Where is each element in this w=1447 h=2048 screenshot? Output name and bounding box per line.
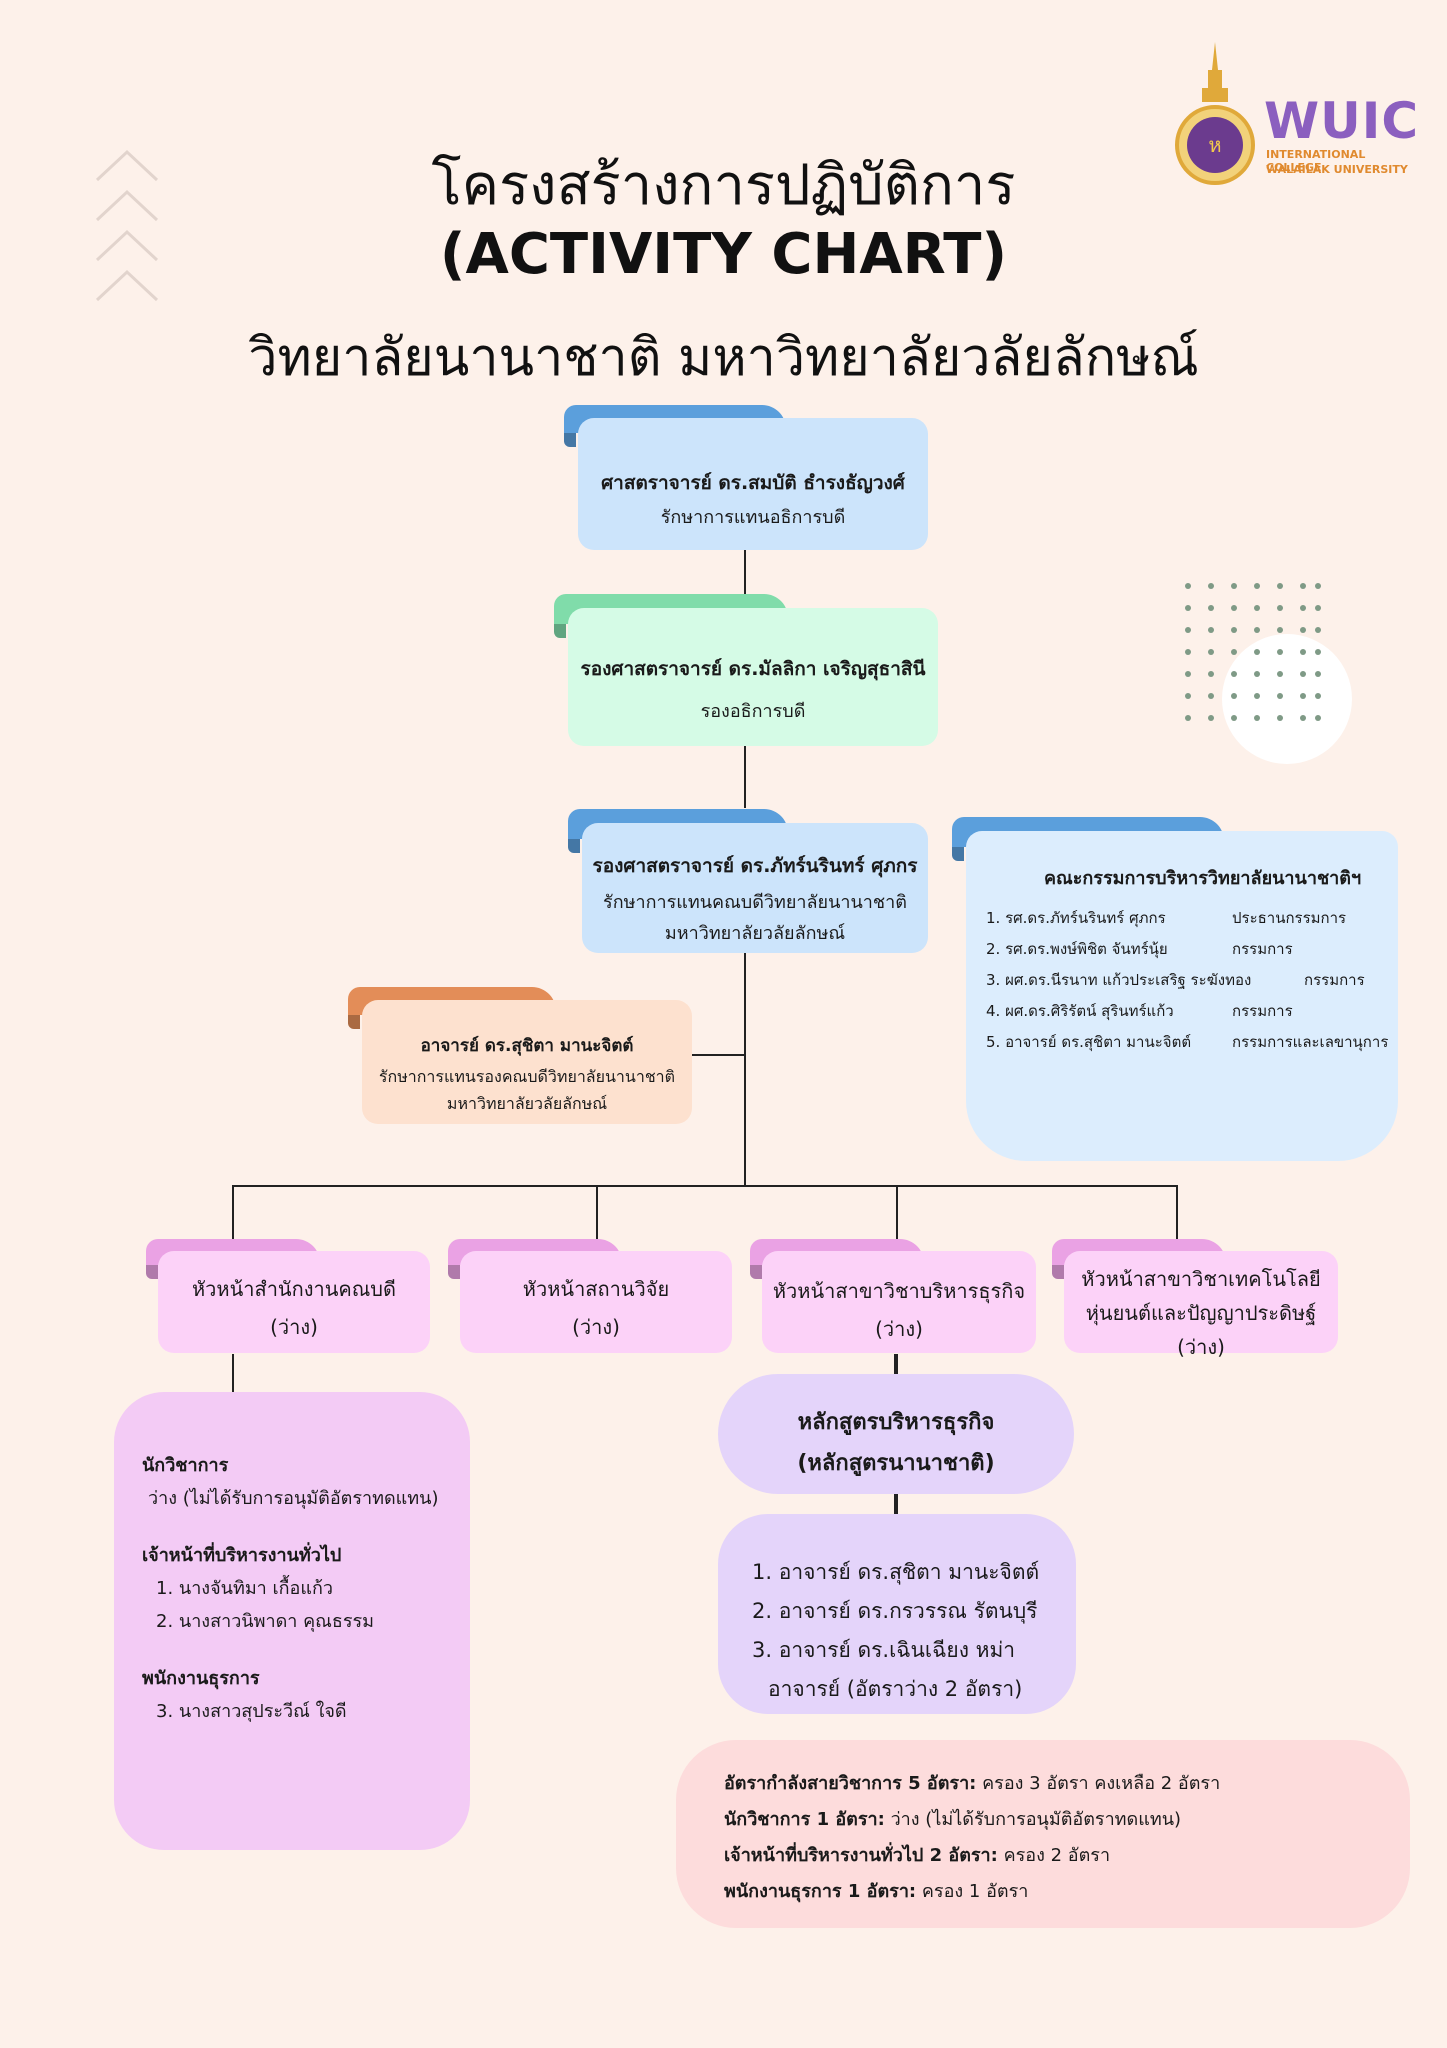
head-title: หัวหน้าสาขาวิชาบริหารธุรกิจ: [772, 1279, 1026, 1303]
acting-president-card: ศาสตราจารย์ ดร.สมบัติ ธำรงธัญวงศ์ รักษาก…: [578, 418, 928, 550]
faculty-box: 1. อาจารย์ ดร.สุชิตา มานะจิตต์ 2. อาจารย…: [718, 1514, 1076, 1714]
connector-line: [232, 1185, 1178, 1187]
logo-line1: INTERNATIONAL COLLEGE: [1266, 148, 1366, 174]
committee-member: 3. ผศ.ดร.นีรนาท แก้วประเสริฐ ระฆังทองกรร…: [986, 971, 1365, 989]
summary-line: พนักงานธุรการ 1 อัตรา: ครอง 1 อัตรา: [724, 1881, 1029, 1902]
university-emblem-icon: ห: [1175, 42, 1255, 185]
committee-member: 4. ผศ.ดร.ศิริรัตน์ สุรินทร์แก้วกรรมการ: [986, 1002, 1293, 1020]
svg-text:ห: ห: [1208, 133, 1221, 157]
connector-line: [744, 952, 746, 1186]
connector-line: [232, 1354, 234, 1392]
wuic-logo: ห WUIC INTERNATIONAL COLLEGE WALAILAK UN…: [1172, 40, 1422, 190]
head-status: (ว่าง): [270, 1315, 318, 1339]
faculty-member: 2. อาจารย์ ดร.กรวรรณ รัตนบุรี: [752, 1599, 1038, 1623]
connector-line: [744, 746, 746, 808]
committee-member: 1. รศ.ดร.ภัทร์นรินทร์ ศุภกรประธานกรรมการ: [986, 909, 1347, 927]
academic-value: ว่าง (ไม่ได้รับการอนุมัติอัตราทดแทน): [148, 1488, 439, 1509]
committee-box: คณะกรรมการบริหารวิทยาลัยนานาชาติฯ 1. รศ.…: [966, 831, 1398, 1161]
connector-line: [894, 1494, 898, 1514]
page-title-thai: โครงสร้างการปฏิบัติการ: [431, 153, 1016, 218]
summary-line: เจ้าหน้าที่บริหารงานทั่วไป 2 อัตรา: ครอง…: [724, 1845, 1111, 1866]
connector-line: [232, 1185, 234, 1239]
office-staff-box: นักวิชาการ ว่าง (ไม่ได้รับการอนุมัติอัตร…: [114, 1392, 470, 1850]
connector-line: [894, 1354, 898, 1374]
dot-grid-decoration: [1185, 583, 1321, 721]
summary-line: อัตรากำลังสายวิชาการ 5 อัตรา: ครอง 3 อัต…: [724, 1773, 1221, 1794]
head-status: (ว่าง): [875, 1317, 923, 1341]
connector-line: [1176, 1185, 1178, 1239]
acting-president-name: ศาสตราจารย์ ดร.สมบัติ ธำรงธัญวงศ์: [601, 472, 905, 494]
head-title: หัวหน้าสำนักงานคณบดี: [191, 1277, 396, 1301]
acting-dean-role-1: รักษาการแทนคณบดีวิทยาลัยนานาชาติ: [603, 892, 907, 913]
head-title: หัวหน้าสาขาวิชาเทคโนโลยี: [1081, 1267, 1321, 1291]
head-robotics-card: หัวหน้าสาขาวิชาเทคโนโลยี หุ่นยนต์และปัญญ…: [1064, 1251, 1338, 1359]
assistant-dean-name: อาจารย์ ดร.สุชิตา มานะจิตต์: [420, 1036, 634, 1056]
connector-line: [744, 550, 746, 596]
vice-president-name: รองศาสตราจารย์ ดร.มัลลิกา เจริญสุธาสินี: [580, 658, 926, 680]
acting-dean-name: รองศาสตราจารย์ ดร.ภัทร์นรินทร์ ศุภกร: [592, 855, 918, 877]
committee-member: 2. รศ.ดร.พงษ์พิชิต จันทร์นุ้ยกรรมการ: [986, 940, 1293, 958]
committee-title: คณะกรรมการบริหารวิทยาลัยนานาชาติฯ: [1044, 868, 1362, 889]
page-title-english: (ACTIVITY CHART): [439, 222, 1008, 287]
clerk-member: 3. นางสาวสุประวีณ์ ใจดี: [156, 1701, 347, 1722]
chevron-decoration-icon: [95, 149, 159, 302]
program-type: (หลักสูตรนานาชาติ): [797, 1451, 995, 1476]
vice-president-card: รองศาสตราจารย์ ดร.มัลลิกา เจริญสุธาสินี …: [568, 608, 938, 746]
logo-wordmark: WUIC: [1264, 92, 1420, 150]
connector-line: [690, 1054, 746, 1056]
assistant-dean-role-1: รักษาการแทนรองคณบดีวิทยาลัยนานาชาติ: [378, 1067, 676, 1086]
admin-member: 2. นางสาวนิพาดา คุณธรรม: [156, 1611, 375, 1632]
head-status: (ว่าง): [1177, 1335, 1225, 1359]
staffing-summary-box: อัตรากำลังสายวิชาการ 5 อัตรา: ครอง 3 อัต…: [676, 1740, 1410, 1928]
vice-president-role: รองอธิการบดี: [700, 701, 806, 722]
connector-line: [896, 1185, 898, 1239]
faculty-member: 3. อาจารย์ ดร.เฉินเฉียง หม่า: [752, 1638, 1016, 1662]
faculty-member: 1. อาจารย์ ดร.สุชิตา มานะจิตต์: [752, 1560, 1040, 1584]
admin-title: เจ้าหน้าที่บริหารงานทั่วไป: [142, 1545, 342, 1566]
academic-title: นักวิชาการ: [142, 1455, 229, 1476]
summary-line: นักวิชาการ 1 อัตรา: ว่าง (ไม่ได้รับการอน…: [724, 1809, 1182, 1830]
logo-line2: WALAILAK UNIVERSITY: [1266, 163, 1408, 176]
head-status: (ว่าง): [572, 1315, 620, 1339]
program-pill: หลักสูตรบริหารธุรกิจ (หลักสูตรนานาชาติ): [718, 1374, 1074, 1494]
page-subtitle: วิทยาลัยนานาชาติ มหาวิทยาลัยวลัยลักษณ์: [248, 328, 1199, 388]
program-name: หลักสูตรบริหารธุรกิจ: [797, 1410, 995, 1435]
decor-circle: [1222, 634, 1352, 764]
committee-member: 5. อาจารย์ ดร.สุชิตา มานะจิตต์กรรมการและ…: [986, 1033, 1389, 1051]
faculty-vacancy: อาจารย์ (อัตราว่าง 2 อัตรา): [768, 1677, 1023, 1701]
head-office-card: หัวหน้าสำนักงานคณบดี (ว่าง): [158, 1251, 430, 1353]
clerk-title: พนักงานธุรการ: [142, 1668, 260, 1689]
head-research-card: หัวหน้าสถานวิจัย (ว่าง): [460, 1251, 732, 1353]
admin-member: 1. นางจันทิมา เกื้อแก้ว: [156, 1578, 333, 1599]
head-title: หัวหน้าสถานวิจัย: [522, 1277, 670, 1301]
connector-line: [596, 1185, 598, 1239]
acting-dean-card: รองศาสตราจารย์ ดร.ภัทร์นรินทร์ ศุภกร รัก…: [582, 823, 928, 953]
acting-dean-role-2: มหาวิทยาลัยวลัยลักษณ์: [664, 923, 846, 944]
head-business-card: หัวหน้าสาขาวิชาบริหารธุรกิจ (ว่าง): [762, 1251, 1036, 1353]
acting-president-role: รักษาการแทนอธิการบดี: [660, 507, 846, 528]
assistant-dean-card: อาจารย์ ดร.สุชิตา มานะจิตต์ รักษาการแทนร…: [362, 1000, 692, 1124]
head-title-2: หุ่นยนต์และปัญญาประดิษฐ์: [1085, 1301, 1317, 1325]
assistant-dean-role-2: มหาวิทยาลัยวลัยลักษณ์: [446, 1094, 608, 1113]
